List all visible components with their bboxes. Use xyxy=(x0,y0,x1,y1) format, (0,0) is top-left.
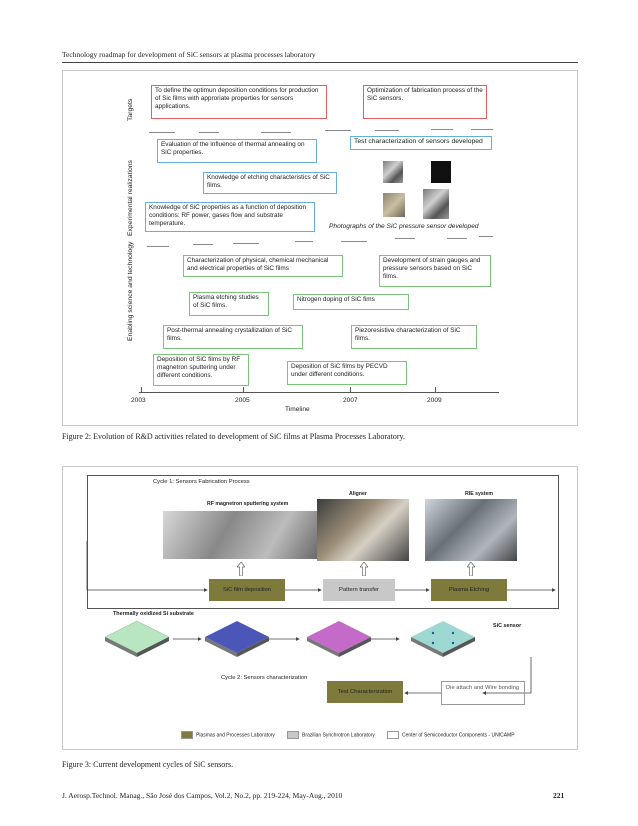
exp-box-annealing: Evaluation of the influence of thermal a… xyxy=(157,139,317,163)
enabling-box-post-annealing: Post-thermal annealing crystallization o… xyxy=(163,325,303,349)
timeline-label: Timeline xyxy=(285,406,310,413)
step-die-attach: Die attach and Wire bonding xyxy=(441,681,525,705)
legend-plasmas: Plasmas and Processes Laboratory xyxy=(181,731,275,740)
sensor-photo xyxy=(383,193,405,217)
sensor-photo xyxy=(383,161,403,183)
figure-3: Cycle 1: Sensors Fabrication Process RF … xyxy=(62,466,578,750)
row-label-experimental: Experimental realizations xyxy=(127,160,134,236)
sensor-label: SiC sensor xyxy=(493,623,521,629)
target-box-deposition: To define the optimun deposition conditi… xyxy=(151,85,327,119)
timeline-year: 2009 xyxy=(427,397,442,404)
exp-box-deposition-knowledge: Knowledge of SiC properties as a functio… xyxy=(145,202,315,232)
enabling-box-characterization: Characterization of physical, chemical m… xyxy=(183,255,343,277)
figure-2: Targets Experimental realizations Enabli… xyxy=(62,70,578,426)
row-label-enabling: Enabling science and technology xyxy=(127,242,134,341)
cycle-2-title: Cycle 2: Sensors characterization xyxy=(221,675,307,681)
legend-unicamp: Center of Semiconductor Components - UNI… xyxy=(387,731,515,740)
sensor-photo xyxy=(431,161,451,183)
enabling-box-rf-deposition: Deposition of SiC films by RF magnetron … xyxy=(153,354,249,386)
enabling-box-strain-gauges: Development of strain gauges and pressur… xyxy=(379,255,491,287)
enabling-box-plasma-etching: Plasma etching studies of SiC films. xyxy=(189,292,269,316)
photo-caption: Photographs of the SiC pressure sensor d… xyxy=(329,223,479,230)
exp-box-etching: Knowledge of etching characteristics of … xyxy=(203,172,337,194)
timeline-year: 2003 xyxy=(131,397,146,404)
timeline-year: 2007 xyxy=(343,397,358,404)
figure-2-caption: Figure 2: Evolution of R&D activities re… xyxy=(62,432,405,441)
row-label-targets: Targets xyxy=(127,99,134,121)
footer-citation: J. Aerosp.Technol. Manag., São José dos … xyxy=(62,791,342,800)
target-box-optimization: Optimization of fabrication process of t… xyxy=(363,85,487,119)
step-test-characterization: Test Characterization xyxy=(327,681,403,703)
enabling-box-nitrogen-doping: Nitrogen doping of SiC fims xyxy=(293,294,409,310)
wafer-stack-illustration xyxy=(103,619,543,663)
exp-box-test-characterization: Test characterization of sensors develop… xyxy=(350,136,492,150)
header-rule xyxy=(62,62,578,63)
enabling-box-piezoresistive: Piezoresistive characterization of SiC f… xyxy=(351,325,477,349)
flow-arrows xyxy=(63,467,577,749)
running-header: Technology roadmap for development of Si… xyxy=(62,50,316,59)
page-number: 221 xyxy=(553,791,564,800)
substrate-label: Thermally oxidized Si substrate xyxy=(113,611,194,617)
sensor-photo xyxy=(423,189,449,219)
timeline-axis xyxy=(139,392,499,393)
enabling-box-pecvd-deposition: Deposition of SiC films by PECVD under d… xyxy=(287,361,407,385)
figure-3-caption: Figure 3: Current development cycles of … xyxy=(62,760,233,769)
legend-synchrotron: Brazilian Synchrotron Laboratory xyxy=(287,731,375,740)
timeline-year: 2005 xyxy=(235,397,250,404)
